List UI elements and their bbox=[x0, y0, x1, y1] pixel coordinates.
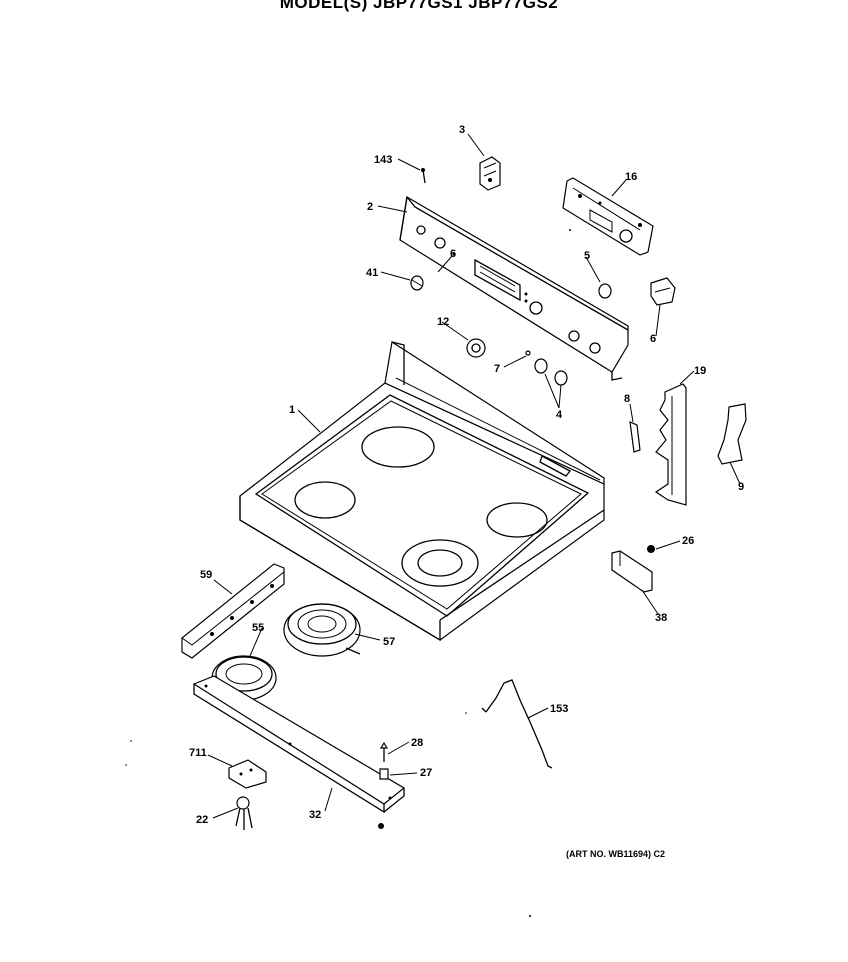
clip-41 bbox=[410, 275, 424, 291]
scan-specks bbox=[125, 229, 571, 917]
callout-12: 12 bbox=[437, 316, 449, 328]
side-bracket-19 bbox=[654, 383, 687, 506]
surface-element-57 bbox=[283, 603, 361, 657]
bracket-38 bbox=[611, 550, 653, 593]
callout-55: 55 bbox=[252, 622, 264, 634]
support-pan-32 bbox=[192, 675, 406, 814]
fastener-26 bbox=[647, 545, 655, 553]
callout-8: 8 bbox=[624, 393, 630, 405]
clip-8 bbox=[629, 421, 641, 453]
screw-7 bbox=[525, 350, 531, 356]
knobs-4 bbox=[534, 358, 568, 386]
leader-lines bbox=[207, 133, 741, 819]
backsplash-panel bbox=[399, 196, 629, 381]
callout-6a: 6 bbox=[450, 248, 456, 260]
control-board-16 bbox=[562, 177, 654, 256]
nut-27 bbox=[379, 768, 389, 780]
terminal-block-711 bbox=[228, 759, 267, 789]
knob-5 bbox=[598, 283, 612, 299]
art-number: (ART NO. WB11694) C2 bbox=[566, 849, 665, 859]
callout-57: 57 bbox=[383, 636, 395, 648]
wire-153 bbox=[481, 679, 553, 769]
callout-4: 4 bbox=[556, 409, 563, 421]
callout-16: 16 bbox=[625, 171, 637, 183]
switch-part-6 bbox=[650, 277, 676, 306]
screw-28 bbox=[379, 741, 389, 762]
callout-6b: 6 bbox=[650, 333, 656, 345]
rail-59 bbox=[181, 563, 285, 659]
hinge-bracket-9 bbox=[717, 403, 747, 465]
callout-26: 26 bbox=[682, 535, 694, 547]
knob-12 bbox=[466, 338, 486, 358]
callout-labels: 1 2 3 4 5 6 6 7 8 9 12 16 19 22 26 27 28… bbox=[189, 124, 744, 826]
callout-22: 22 bbox=[196, 814, 208, 826]
page-title: MODEL(S) JBP77GS1 JBP77GS2 bbox=[279, 0, 559, 12]
callout-38: 38 bbox=[655, 612, 667, 624]
callout-9: 9 bbox=[738, 481, 744, 493]
callout-27: 27 bbox=[420, 767, 432, 779]
wire-harness-22 bbox=[235, 796, 253, 830]
callout-711: 711 bbox=[189, 747, 207, 759]
callout-1: 1 bbox=[289, 404, 295, 416]
callout-32: 32 bbox=[309, 809, 321, 821]
callout-28: 28 bbox=[411, 737, 423, 749]
callout-143: 143 bbox=[374, 154, 392, 166]
cooktop-body bbox=[239, 341, 605, 642]
callout-19: 19 bbox=[694, 365, 706, 377]
callout-7: 7 bbox=[494, 363, 500, 375]
callout-3: 3 bbox=[459, 124, 465, 136]
bracket-part-3 bbox=[479, 156, 501, 191]
callout-5: 5 bbox=[584, 250, 590, 262]
screw-143 bbox=[421, 168, 426, 184]
callout-59: 59 bbox=[200, 569, 212, 581]
callout-41: 41 bbox=[366, 267, 378, 279]
callout-2: 2 bbox=[367, 201, 373, 213]
callout-153: 153 bbox=[550, 703, 568, 715]
fastener-bottom bbox=[378, 823, 384, 829]
